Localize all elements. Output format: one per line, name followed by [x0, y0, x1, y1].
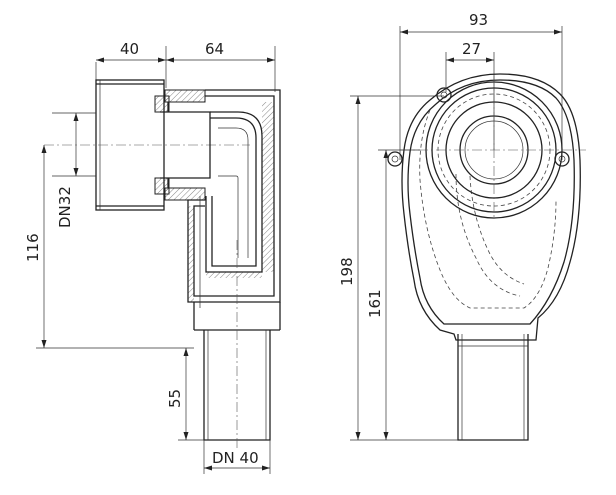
inlet-socket: DN32	[52, 79, 165, 228]
front-view: 93 27	[338, 11, 586, 441]
dim-116-label: 116	[24, 233, 42, 262]
dim-dn40: DN 40	[203, 440, 271, 474]
dim-40-label: 40	[120, 40, 139, 58]
side-section-view: 40 64 DN32	[24, 40, 281, 474]
dim-161: 161	[366, 149, 420, 440]
dim-93-label: 93	[469, 11, 488, 29]
dim-64-label: 64	[205, 40, 224, 58]
dn40-label: DN 40	[212, 449, 259, 467]
inlet-rings	[400, 76, 586, 220]
top-dimensions: 40 64	[95, 40, 276, 92]
housing-body	[187, 89, 281, 308]
front-top-dimensions: 93 27	[399, 11, 563, 160]
dn32-label: DN32	[56, 186, 74, 228]
dim-27-label: 27	[462, 40, 481, 58]
dim-198-label: 198	[338, 257, 356, 286]
dim-55-label: 55	[166, 389, 184, 408]
front-body	[401, 73, 581, 341]
dim-161-label: 161	[366, 289, 384, 318]
dim-116: 116	[24, 145, 194, 349]
dim-55: 55	[166, 348, 204, 441]
outlet-pipe	[193, 240, 281, 448]
dim-198: 198	[338, 95, 458, 441]
front-outlet-pipe	[457, 334, 529, 441]
